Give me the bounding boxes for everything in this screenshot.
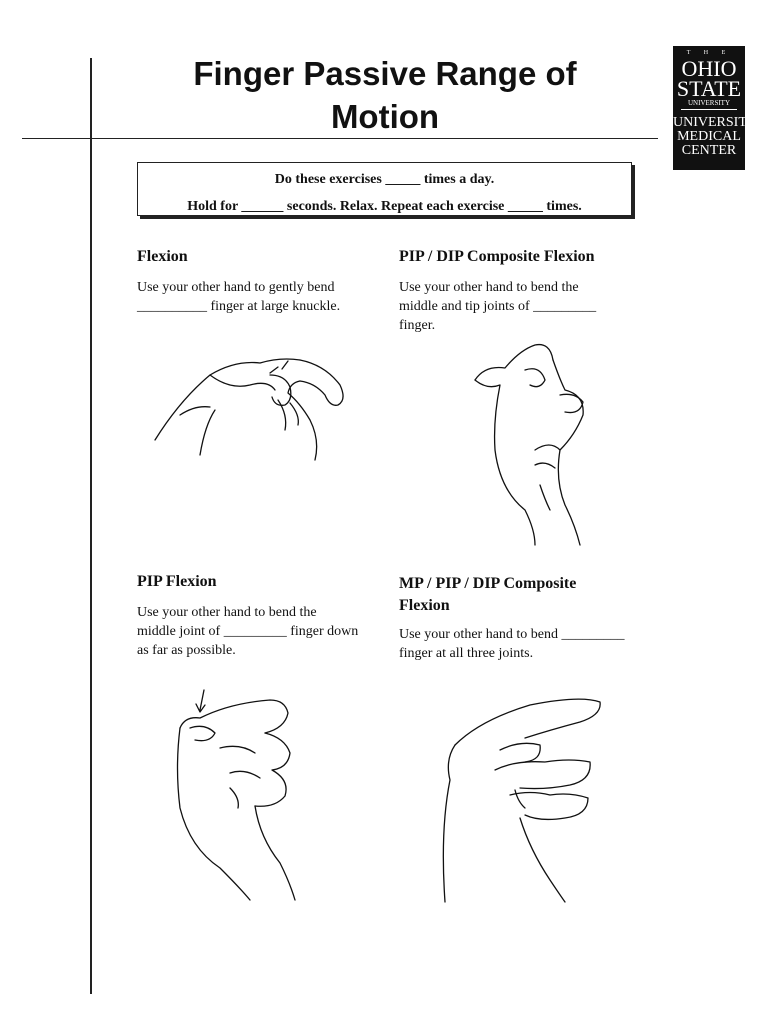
pip-dip-composite-line-1: Use your other hand to bend the	[399, 280, 579, 295]
mp-pip-dip-composite-hand-illustration	[442, 698, 601, 903]
mp-pip-dip-composite-line-2: finger at all three joints.	[399, 646, 534, 661]
mp-pip-dip-composite-title-line-2: Flexion	[399, 597, 450, 614]
flexion-hand-illustration	[154, 358, 344, 461]
osu-medical-center-logo: T H E OHIO STATE UNIVERSITY UNIVERSITY M…	[673, 46, 757, 170]
logo-divider	[681, 109, 737, 110]
logo-the: T H E	[686, 50, 732, 56]
mp-pip-dip-composite-title-line-1: MP / PIP / DIP Composite	[399, 575, 577, 592]
pip-flexion-instructions: Use your other hand to bend the middle j…	[137, 603, 358, 660]
left-margin-rule	[90, 58, 92, 994]
logo-umc-line-3: CENTER	[681, 143, 737, 158]
pip-dip-composite-title: PIP / DIP Composite Flexion	[399, 248, 595, 265]
logo-ohio: OHIO	[681, 56, 737, 81]
pip-flexion-line-1: Use your other hand to bend the	[137, 605, 317, 620]
mp-pip-dip-composite-title: MP / PIP / DIP Composite Flexion	[399, 573, 576, 617]
flexion-title: Flexion	[137, 248, 188, 265]
instructions-hold-repeat: Hold for ______ seconds. Relax. Repeat e…	[187, 199, 582, 214]
logo-medical-center: UNIVERSITY MEDICAL CENTER	[673, 115, 757, 158]
pip-flexion-hand-illustration	[176, 689, 296, 901]
header-rule	[22, 138, 658, 139]
logo-umc-line-1: UNIVERSITY	[673, 115, 757, 130]
logo-university: UNIVERSITY	[688, 99, 730, 107]
pip-dip-composite-instructions: Use your other hand to bend the middle a…	[399, 278, 596, 335]
pip-flexion-title: PIP Flexion	[137, 573, 217, 590]
instructions-frequency: Do these exercises _____ times a day.	[274, 172, 495, 187]
flexion-line-2: __________ finger at large knuckle.	[137, 299, 341, 314]
logo-umc-line-2: MEDICAL	[677, 129, 741, 144]
mp-pip-dip-composite-line-1: Use your other hand to bend _________	[399, 627, 625, 642]
pip-dip-composite-line-3: finger.	[399, 318, 436, 333]
page-title: Finger Passive Range of Motion	[140, 52, 630, 138]
pip-flexion-line-2: middle joint of _________ finger down	[137, 624, 359, 639]
pip-dip-composite-line-2: middle and tip joints of _________	[399, 299, 597, 314]
logo-state: STATE	[676, 76, 742, 101]
pip-dip-composite-hand-illustration	[474, 343, 584, 546]
flexion-line-1: Use your other hand to gently bend	[137, 280, 335, 295]
mp-pip-dip-composite-instructions: Use your other hand to bend _________ fi…	[399, 625, 625, 663]
page-title-line-1: Finger Passive Range of	[193, 55, 577, 92]
logo-ohio-state: OHIO STATE	[673, 56, 745, 101]
instructions-box: Do these exercises _____ times a day. Ho…	[137, 162, 632, 216]
flexion-instructions: Use your other hand to gently bend _____…	[137, 278, 340, 316]
pip-flexion-line-3: as far as possible.	[137, 643, 236, 658]
page-title-line-2: Motion	[330, 98, 440, 135]
